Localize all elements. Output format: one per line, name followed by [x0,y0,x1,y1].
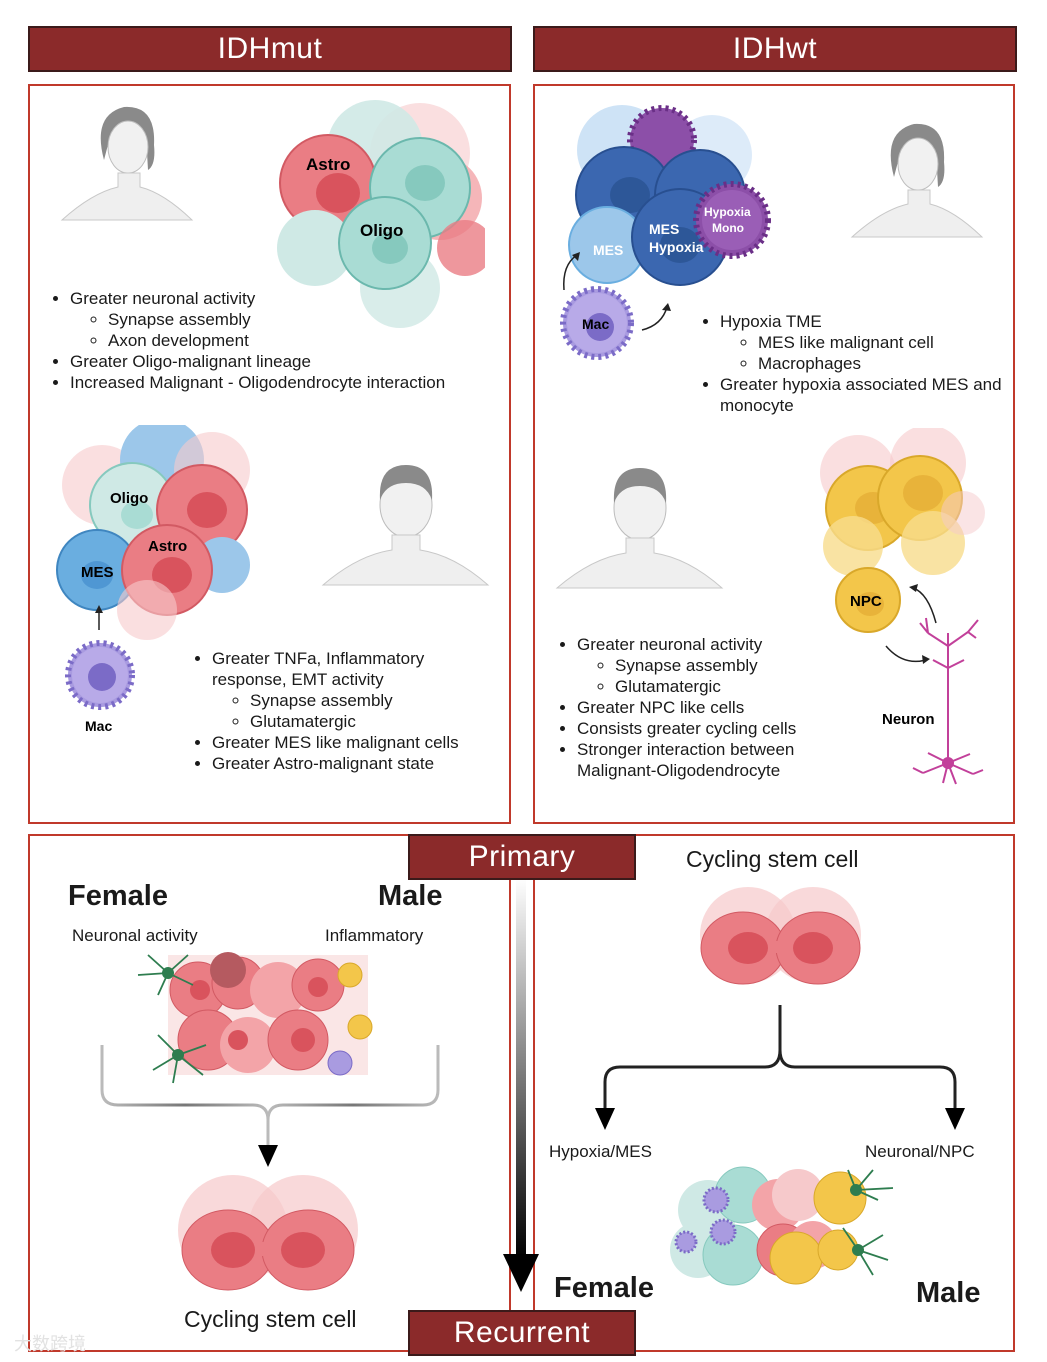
mes-label: MES [593,242,623,258]
sub-bullet: Synapse assembly [108,309,497,330]
bullet: Greater neuronal activity Synapse assemb… [70,288,497,351]
sub-bullet: Axon development [108,330,497,351]
bullet: Greater Oligo-malignant lineage [70,351,497,372]
mes-label: MES [81,564,114,581]
cycling-stem-cell-label: Cycling stem cell [184,1306,357,1332]
dividing-stem-cell [178,1175,358,1291]
oligo-label: Oligo [110,490,148,507]
sub-bullet: MES like malignant cell [758,332,1002,353]
female-silhouette-icon [60,106,194,221]
bullet: Greater neuronal activity Synapse assemb… [577,634,839,697]
bullet: Greater NPC like cells [577,697,839,718]
recurrent-tumor-tissue [670,1166,894,1286]
bullet: Consists greater cycling cells [577,718,839,739]
female-label: Female [554,1272,654,1304]
watermark: 大数跨境 [14,1334,86,1355]
sub-bullet: Synapse assembly [615,655,839,676]
bullet: Greater MES like malignant cells [212,732,499,753]
mixed-tumor-tissue [137,952,373,1084]
header-primary: Primary [408,834,636,880]
panel-bottom-right [533,834,1015,1352]
idhwt-male-bullets: Greater neuronal activity Synapse assemb… [559,634,839,781]
astro-label: Astro [148,538,187,555]
male-silhouette-icon [321,465,490,586]
hypoxia-mes-label: Hypoxia/MES [549,1142,652,1161]
header-idhmut: IDHmut [28,26,512,72]
mac-label: Mac [85,718,112,734]
inflammatory-label: Inflammatory [325,926,424,945]
neuron-label: Neuron [882,711,935,728]
mes-hypoxia-label: MES [649,221,679,237]
hypoxia-mono-label: Mono [712,221,744,235]
header-recurrent: Recurrent [408,1310,636,1356]
idhwt-female-bullets: Hypoxia TME MES like malignant cell Macr… [702,311,1002,416]
divergence-bracket [595,1005,965,1130]
npc-neuron-cluster: NPC Neuron [820,428,985,785]
oligo-label: Oligo [360,221,403,240]
sub-bullet: Glutamatergic [615,676,839,697]
male-silhouette-icon [555,468,724,589]
neuronal-activity-label: Neuronal activity [72,926,198,945]
bullet: Greater Astro-malignant state [212,753,499,774]
bullet: Hypoxia TME MES like malignant cell Macr… [720,311,1002,374]
idhmut-female-bullets: Greater neuronal activity Synapse assemb… [52,288,497,393]
bullet: Increased Malignant - Oligodendrocyte in… [70,372,497,393]
timeline-arrow [516,878,526,1258]
panel-idhwt [533,84,1015,824]
mes-hypoxia-label: Hypoxia [649,239,704,255]
header-idhwt: IDHwt [533,26,1017,72]
mac-label: Mac [582,316,609,332]
bullet: Stronger interaction between Malignant-O… [577,739,839,781]
npc-label: NPC [850,593,882,610]
mes-hypoxia-cluster: MES MES Hypoxia Hypoxia Mono Mac [560,105,771,360]
convergence-bracket [100,1045,440,1167]
male-label: Male [916,1277,981,1309]
panel-bottom-left [28,834,511,1352]
sub-bullet: Glutamatergic [250,711,499,732]
female-label: Female [68,880,168,912]
timeline-arrowhead-icon [503,1254,539,1292]
hypoxia-mono-label: Hypoxia [704,205,751,219]
bullet: Greater hypoxia associated MES and monoc… [720,374,1002,416]
astro-label: Astro [306,155,350,174]
sub-bullet: Synapse assembly [250,690,499,711]
dividing-stem-cell [700,887,861,985]
cycling-stem-cell-label: Cycling stem cell [686,846,859,872]
male-label: Male [378,880,443,912]
bullet: Greater TNFa, Inflammatory response, EMT… [212,648,499,732]
neuronal-npc-label: Neuronal/NPC [865,1142,975,1161]
female-silhouette-icon [850,123,984,238]
idhmut-male-bullets: Greater TNFa, Inflammatory response, EMT… [194,648,499,774]
astro-oligo-cluster: Astro Oligo [277,100,485,328]
oligo-astro-mes-cluster: Oligo Astro MES Mac [56,425,250,734]
panel-idhmut [28,84,511,824]
sub-bullet: Macrophages [758,353,1002,374]
